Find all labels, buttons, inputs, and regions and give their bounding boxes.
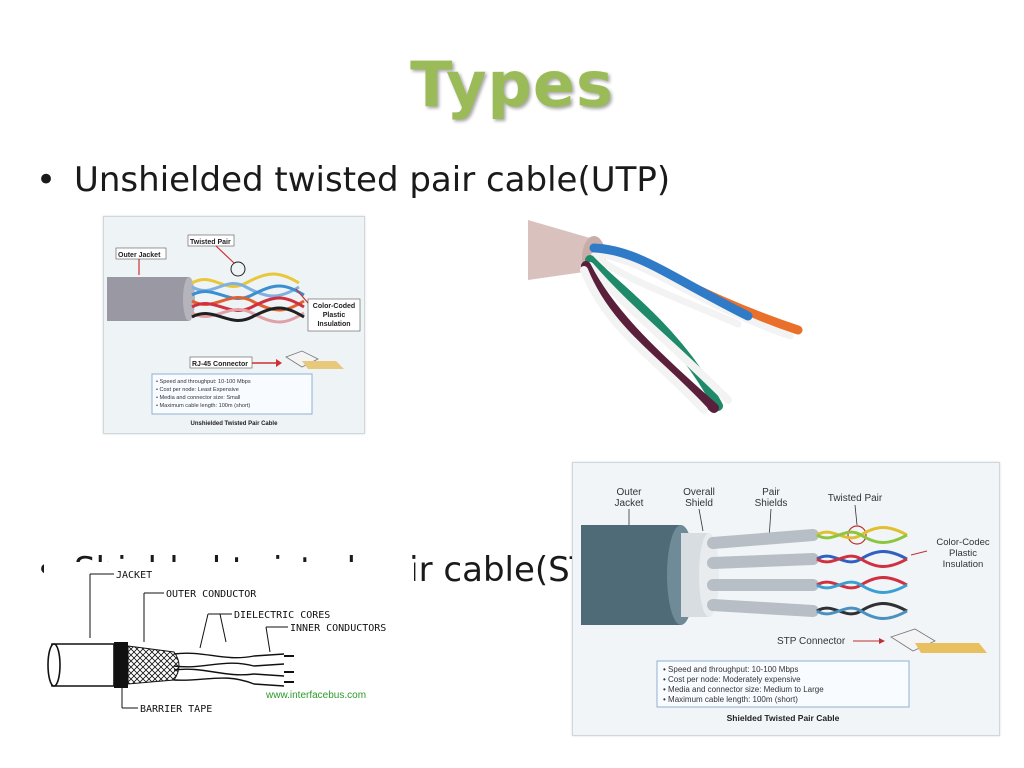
- utp-cable-photo: [528, 220, 806, 416]
- stp-label-overall-shield-1: Overall: [683, 487, 715, 498]
- utp-spec-2: • Cost per node: Least Expensive: [156, 387, 239, 393]
- utp-caption: Unshielded Twisted Pair Cable: [191, 421, 279, 427]
- stp-spec-box: [656, 660, 910, 708]
- stp-label-overall-shield-2: Shield: [685, 498, 713, 509]
- utp-diagram: Outer Jacket Twisted Pair Color-Coded Pl…: [103, 216, 365, 434]
- utp-spec-3: • Media and connector size: Small: [156, 395, 240, 401]
- stp-label-insulation-3: Insulation: [943, 559, 984, 570]
- stp-outer-jacket-shape: [581, 525, 681, 625]
- stp-label-pair-shields-1: Pair: [762, 487, 780, 498]
- stp-diagram: Outer Jacket Overall Shield Pair Shields…: [572, 462, 1000, 736]
- bullet-utp-text: Unshielded twisted pair cable(UTP): [74, 160, 671, 200]
- utp-label-insulation-3: Insulation: [317, 321, 350, 328]
- stp-label-outer-jacket-1: Outer: [616, 487, 642, 498]
- stp-label-outer-jacket-2: Jacket: [615, 498, 644, 509]
- coax-label-jacket: JACKET: [116, 570, 152, 581]
- bullet-utp: • Unshielded twisted pair cable(UTP): [36, 160, 670, 200]
- stp-label-connector: STP Connector: [777, 636, 846, 647]
- bullet-dot: •: [36, 160, 57, 200]
- stp-spec-3: • Media and connector size: Medium to La…: [663, 685, 824, 694]
- utp-label-connector: RJ-45 Connector: [192, 361, 248, 368]
- stp-label-insulation-2: Plastic: [949, 548, 977, 559]
- coax-label-dielectric-cores: DIELECTRIC CORES: [234, 610, 330, 621]
- stp-diagram-graphic: Outer Jacket Overall Shield Pair Shields…: [573, 463, 999, 735]
- coax-diagram-graphic: JACKET OUTER CONDUCTOR DIELECTRIC CORES …: [47, 570, 386, 715]
- utp-label-insulation-2: Plastic: [323, 312, 346, 319]
- coax-diagram: JACKET OUTER CONDUCTOR DIELECTRIC CORES …: [44, 562, 414, 722]
- utp-outer-jacket-shape: [107, 277, 189, 321]
- stp-label-twisted-pair: Twisted Pair: [828, 493, 883, 504]
- coax-label-barrier-tape: BARRIER TAPE: [140, 704, 212, 715]
- utp-diagram-graphic: Outer Jacket Twisted Pair Color-Coded Pl…: [104, 217, 364, 433]
- utp-cable-photo-graphic: [528, 220, 803, 414]
- utp-label-outer-jacket: Outer Jacket: [118, 252, 161, 259]
- stp-spec-4: • Maximum cable length: 100m (short): [663, 695, 798, 704]
- stp-caption: Shielded Twisted Pair Cable: [727, 713, 840, 723]
- utp-label-twisted-pair: Twisted Pair: [190, 239, 231, 246]
- slide-title: Types: [410, 48, 614, 121]
- utp-spec-4: • Maximum cable length: 100m (short): [156, 403, 250, 409]
- utp-spec-box: [151, 373, 313, 415]
- coax-label-inner-conductors: INNER CONDUCTORS: [290, 623, 386, 634]
- stp-spec-1: • Speed and throughput: 10-100 Mbps: [663, 665, 798, 674]
- utp-spec-1: • Speed and throughput: 10-100 Mbps: [156, 379, 251, 385]
- utp-photo-jacket: [528, 220, 598, 280]
- stp-spec-2: • Cost per node: Moderately expensive: [663, 675, 801, 684]
- coax-watermark: www.interfacebus.com: [265, 690, 366, 701]
- stp-label-pair-shields-2: Shields: [755, 498, 788, 509]
- coax-label-outer-conductor: OUTER CONDUCTOR: [166, 589, 257, 600]
- stp-label-insulation-1: Color-Codec: [936, 537, 990, 548]
- utp-label-insulation-1: Color-Coded: [313, 303, 355, 310]
